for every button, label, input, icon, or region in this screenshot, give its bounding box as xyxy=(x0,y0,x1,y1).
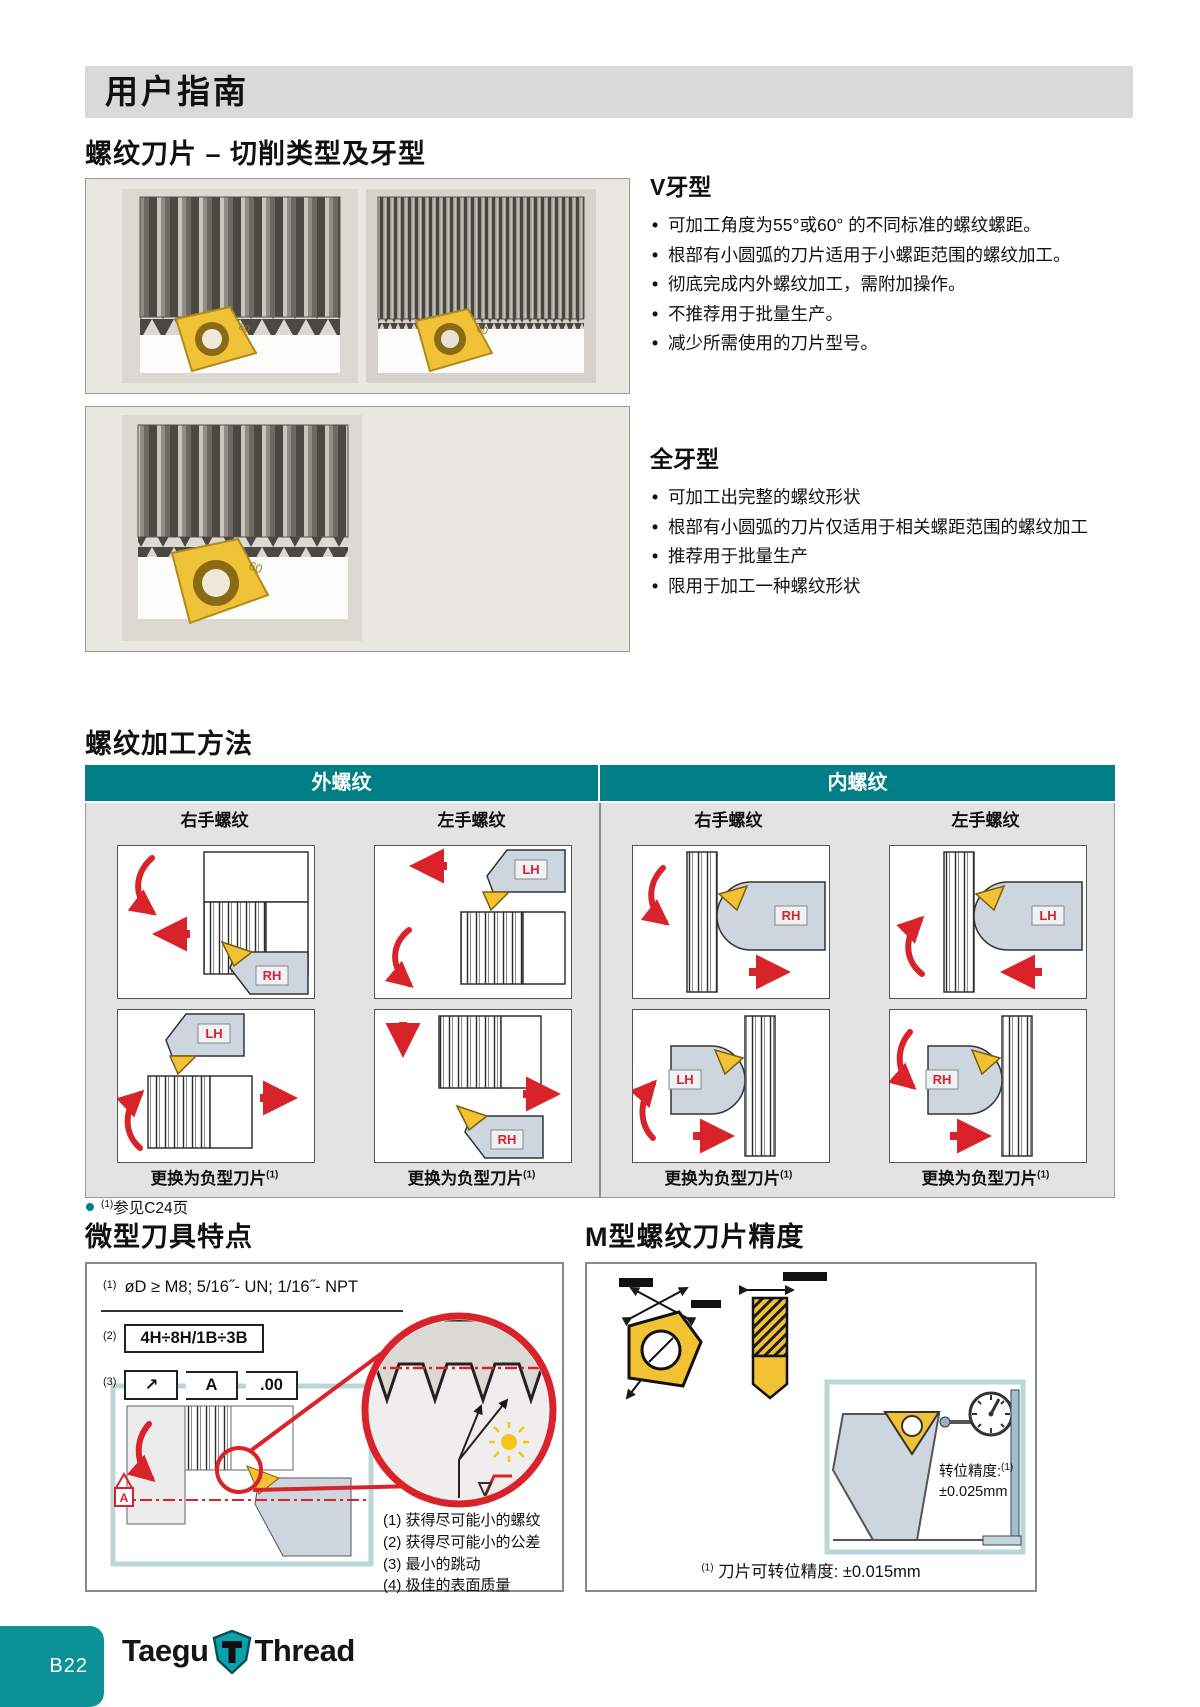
methods-footnote: (1)参见C24页 xyxy=(86,1196,188,1218)
bullet: 限用于加工一种螺纹形状 xyxy=(650,573,1118,600)
zoom-source-circle xyxy=(215,1446,263,1494)
indexing-accuracy-label: 转位精度:(1) xyxy=(939,1462,1014,1480)
section-title-methods: 螺纹加工方法 xyxy=(85,729,253,759)
svg-text:LH: LH xyxy=(676,1072,693,1087)
full-profile-text: 全牙型 可加工出完整的螺纹形状 根部有小圆弧的刀片仅适用于相关螺距范围的螺纹加工… xyxy=(650,440,1118,602)
methods-subheader: 右手螺纹 左手螺纹 右手螺纹 左手螺纹 xyxy=(86,803,1114,839)
section-title-insert-types: 螺纹刀片 – 切削类型及牙型 xyxy=(85,139,427,169)
bullet: 可加工角度为55°或60° 的不同标准的螺纹螺距。 xyxy=(650,212,1118,239)
diagram-ext-lh-2: RH xyxy=(374,1009,572,1163)
bullet: 彻底完成内外螺纹加工，需附加操作。 xyxy=(650,271,1118,298)
magnifier-circle xyxy=(361,1312,557,1508)
dial-indicator-icon xyxy=(968,1391,1014,1437)
full-profile-photo: 60 xyxy=(122,415,362,641)
datum-cell: A xyxy=(186,1370,239,1400)
insert-side-drawing xyxy=(739,1272,827,1400)
photo-fine-thread: 60 xyxy=(366,189,596,383)
svg-text:60: 60 xyxy=(237,321,252,335)
micro-diagram: A xyxy=(110,1312,557,1567)
subheader-ext-lh: 左手螺纹 xyxy=(437,811,506,830)
subheader-ext-rh: 右手螺纹 xyxy=(180,811,249,830)
page-header: 用户指南 xyxy=(85,66,1133,118)
insert-front-drawing xyxy=(619,1278,721,1400)
micro-spec-1: (1)øD ≥ M8; 5/16˝- UN; 1/16˝- NPT xyxy=(103,1278,359,1296)
bullet: 减少所需使用的刀片型号。 xyxy=(650,330,1118,357)
methods-table-body: 右手螺纹 左手螺纹 右手螺纹 左手螺纹 RH xyxy=(85,803,1115,1198)
brand-first: Taegu xyxy=(122,1633,209,1668)
photo-panel-v-profile: 60 60 xyxy=(85,178,630,394)
micro-spec-2: (2) 4H÷8H/1B÷3B xyxy=(103,1324,264,1353)
gauge-box xyxy=(824,1379,1026,1555)
svg-text:RH: RH xyxy=(263,968,282,983)
subheader-int-rh: 右手螺纹 xyxy=(694,811,763,830)
insert-photo-1: 60 xyxy=(174,305,258,373)
brand-shield-icon xyxy=(212,1630,251,1674)
section-title-accuracy: M型螺纹刀片精度 xyxy=(585,1222,805,1252)
photo-panel-full-profile: 60 xyxy=(85,406,630,652)
external-thread-header: 外螺纹 xyxy=(85,765,600,801)
photo-coarse-thread: 60 xyxy=(122,189,358,383)
full-profile-bullets: 可加工出完整的螺纹形状 根部有小圆弧的刀片仅适用于相关螺距范围的螺纹加工 推荐用… xyxy=(650,484,1118,599)
insert-photo-2: 60 xyxy=(414,307,494,373)
diagram-ext-rh-1: RH xyxy=(117,845,315,999)
table-divider xyxy=(599,803,601,1197)
v-profile-photos: 60 60 xyxy=(122,189,596,383)
bullet: 推荐用于批量生产 xyxy=(650,543,1118,570)
caption-negative-insert: 更换为负型刀片(1) xyxy=(407,1169,536,1189)
accuracy-footnote: (1) 刀片可转位精度: ±0.015mm xyxy=(701,1562,921,1582)
subheader-int-lh: 左手螺纹 xyxy=(951,811,1020,830)
page-number: B22 xyxy=(49,1655,88,1677)
bullet: 根部有小圆弧的刀片适用于小螺距范围的螺纹加工。 xyxy=(650,242,1118,269)
micro-notes: (1) 获得尽可能小的螺纹 (2) 获得尽可能小的公差 (3) 最小的跳动 (4… xyxy=(383,1512,541,1595)
methods-table-header: 外螺纹 内螺纹 xyxy=(85,765,1115,803)
value-cell: .00 xyxy=(246,1370,299,1400)
v-profile-heading: V牙型 xyxy=(650,174,712,200)
diagram-ext-rh-2: LH xyxy=(117,1009,315,1163)
bullet: 不推荐用于批量生产。 xyxy=(650,301,1118,328)
page-number-tab: B22 xyxy=(0,1626,104,1707)
v-profile-text: V牙型 可加工角度为55°或60° 的不同标准的螺纹螺距。 根部有小圆弧的刀片适… xyxy=(650,168,1118,360)
svg-text:LH: LH xyxy=(205,1026,222,1041)
v-profile-bullets: 可加工角度为55°或60° 的不同标准的螺纹螺距。 根部有小圆弧的刀片适用于小螺… xyxy=(650,212,1118,357)
bullet: 根部有小圆弧的刀片仅适用于相关螺距范围的螺纹加工 xyxy=(650,514,1118,541)
svg-text:RH: RH xyxy=(933,1072,952,1087)
caption-negative-insert: 更换为负型刀片(1) xyxy=(664,1169,793,1189)
svg-text:60: 60 xyxy=(247,559,265,577)
svg-text:A: A xyxy=(120,1491,129,1505)
svg-text:RH: RH xyxy=(782,908,801,923)
accuracy-diagram xyxy=(619,1272,1026,1555)
svg-text:LH: LH xyxy=(1039,908,1056,923)
svg-text:RH: RH xyxy=(498,1132,517,1147)
micro-features-box: A xyxy=(85,1262,564,1594)
section-title-micro: 微型刀具特点 xyxy=(85,1222,253,1252)
diagram-int-rh-1: RH xyxy=(632,845,830,999)
photo-full-thread: 60 xyxy=(122,415,362,641)
diagram-int-lh-1: LH xyxy=(889,845,1087,999)
teal-bullet-icon xyxy=(86,1203,94,1211)
methods-table: 外螺纹 内螺纹 右手螺纹 左手螺纹 右手螺纹 左手螺纹 xyxy=(85,765,1115,1198)
svg-text:LH: LH xyxy=(522,862,539,877)
diagram-int-rh-2: LH xyxy=(632,1009,830,1163)
brand-logo: Taegu Thread xyxy=(122,1628,355,1674)
caption-negative-insert: 更换为负型刀片(1) xyxy=(921,1169,1050,1189)
micro-spec-3: (3) ↗ A .00 xyxy=(103,1370,299,1400)
tolerance-cell: 4H÷8H/1B÷3B xyxy=(124,1324,264,1353)
caption-negative-insert: 更换为负型刀片(1) xyxy=(150,1169,279,1189)
caption-row: 更换为负型刀片(1) 更换为负型刀片(1) 更换为负型刀片(1) 更换为负型刀片… xyxy=(86,1165,1114,1189)
sun-icon xyxy=(489,1422,529,1462)
divider-line xyxy=(101,1310,403,1312)
runout-arrow-icon: ↗ xyxy=(124,1370,179,1400)
full-profile-heading: 全牙型 xyxy=(650,446,719,472)
insert-photo-3: 60 xyxy=(170,537,270,625)
diagram-ext-lh-1: LH xyxy=(374,845,572,999)
internal-thread-header: 内螺纹 xyxy=(827,772,888,794)
brand-second: Thread xyxy=(254,1633,356,1668)
accuracy-box: 转位精度:(1) ±0.025mm (1) 刀片可转位精度: ±0.015mm xyxy=(585,1262,1037,1592)
bullet: 可加工出完整的螺纹形状 xyxy=(650,484,1118,511)
page-title: 用户指南 xyxy=(105,73,249,110)
diagram-int-lh-2: RH xyxy=(889,1009,1087,1163)
svg-text:60: 60 xyxy=(475,323,490,337)
indexing-accuracy-value: ±0.025mm xyxy=(939,1484,1008,1500)
